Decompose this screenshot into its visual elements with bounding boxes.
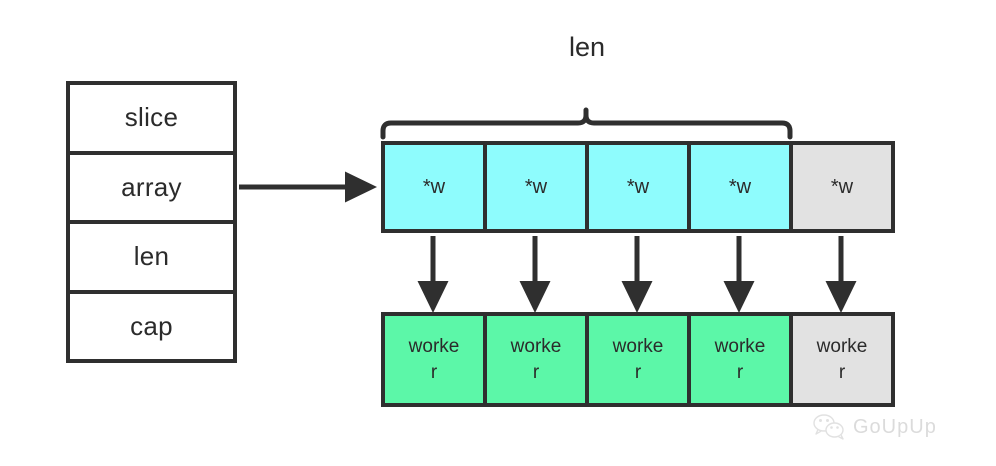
watermark: GoUpUp <box>812 413 937 441</box>
worker-cell-label: worker <box>408 335 460 383</box>
array-cell-label: *w <box>830 175 854 198</box>
worker-objects-row: worker worker worker worker worker <box>381 312 895 407</box>
array-cell-label: *w <box>626 175 650 198</box>
array-cell: *w <box>385 145 487 229</box>
array-cell-label: *w <box>524 175 548 198</box>
struct-row-array-label: array <box>121 171 182 202</box>
worker-cell: worker <box>487 316 589 403</box>
struct-row-len: len <box>70 224 233 294</box>
struct-row-cap: cap <box>70 294 233 360</box>
worker-cell: worker <box>589 316 691 403</box>
backing-array-row: *w *w *w *w *w <box>381 141 895 233</box>
array-cell: *w <box>691 145 793 229</box>
struct-row-len-label: len <box>133 241 170 272</box>
slice-header-struct: slice array len cap <box>66 81 237 363</box>
array-cell-label: *w <box>728 175 752 198</box>
worker-cell-label: worker <box>510 335 562 383</box>
worker-cell: worker <box>385 316 487 403</box>
worker-cell: worker <box>691 316 793 403</box>
array-cell: *w <box>793 145 891 229</box>
watermark-text: GoUpUp <box>853 415 937 438</box>
worker-cell-label: worker <box>612 335 664 383</box>
len-label: len <box>568 32 606 62</box>
array-cell-label: *w <box>422 175 446 198</box>
worker-cell-label: worker <box>714 335 766 383</box>
wechat-icon <box>813 414 844 440</box>
struct-row-array: array <box>70 155 233 224</box>
struct-row-slice: slice <box>70 85 233 155</box>
array-cell: *w <box>589 145 691 229</box>
struct-row-slice-label: slice <box>124 102 179 133</box>
array-cell: *w <box>487 145 589 229</box>
worker-cell: worker <box>793 316 891 403</box>
len-brace <box>380 107 793 140</box>
worker-cell-label: worker <box>816 335 868 383</box>
struct-row-cap-label: cap <box>130 310 173 341</box>
